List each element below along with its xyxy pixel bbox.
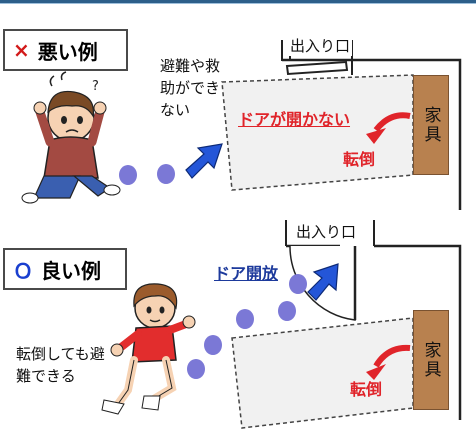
bad-blue-arrow [185, 143, 223, 179]
door-blocked-warning: ドアが開かない [238, 110, 351, 129]
svg-text:?: ? [92, 79, 99, 94]
good-blue-arrow [307, 263, 339, 301]
good-fall-label: 転倒 [350, 380, 383, 399]
door-open-label: ドア開放 [214, 264, 279, 283]
good-example-description: 転倒しても避難できる [16, 345, 105, 385]
bad-example-title: 悪い例 [37, 39, 98, 64]
bad-red-arrow [373, 112, 411, 132]
bad-fall-area [221, 74, 414, 191]
bad-fall-label: 転倒 [343, 150, 376, 169]
circle-mark-icon: Ｏ [13, 258, 33, 283]
blocked-door [285, 60, 349, 76]
good-fall-area [231, 317, 414, 429]
good-example-label: Ｏ 良い例 [3, 248, 127, 290]
good-furniture-label: 家具 [420, 341, 441, 379]
good-path-dots [187, 274, 307, 379]
bad-furniture-box: 家具 [413, 75, 449, 175]
good-red-arrow [373, 344, 411, 368]
good-furniture-box: 家具 [413, 310, 449, 410]
bad-example-label: × 悪い例 [3, 29, 128, 71]
good-entrance-label: 出入り口 [294, 221, 359, 242]
bad-furniture-label: 家具 [420, 106, 441, 144]
running-girl-figure [101, 283, 196, 415]
bad-example-description: 避難や救助ができない [160, 57, 221, 119]
cross-mark-icon: × [13, 38, 30, 62]
bad-entrance-label: 出入り口 [288, 35, 353, 56]
bad-path-dots [119, 164, 175, 185]
top-border-highlight [0, 3, 476, 4]
top-border [0, 0, 476, 3]
good-example-title: 良い例 [41, 258, 101, 283]
worried-boy-figure: ? [21, 71, 121, 204]
